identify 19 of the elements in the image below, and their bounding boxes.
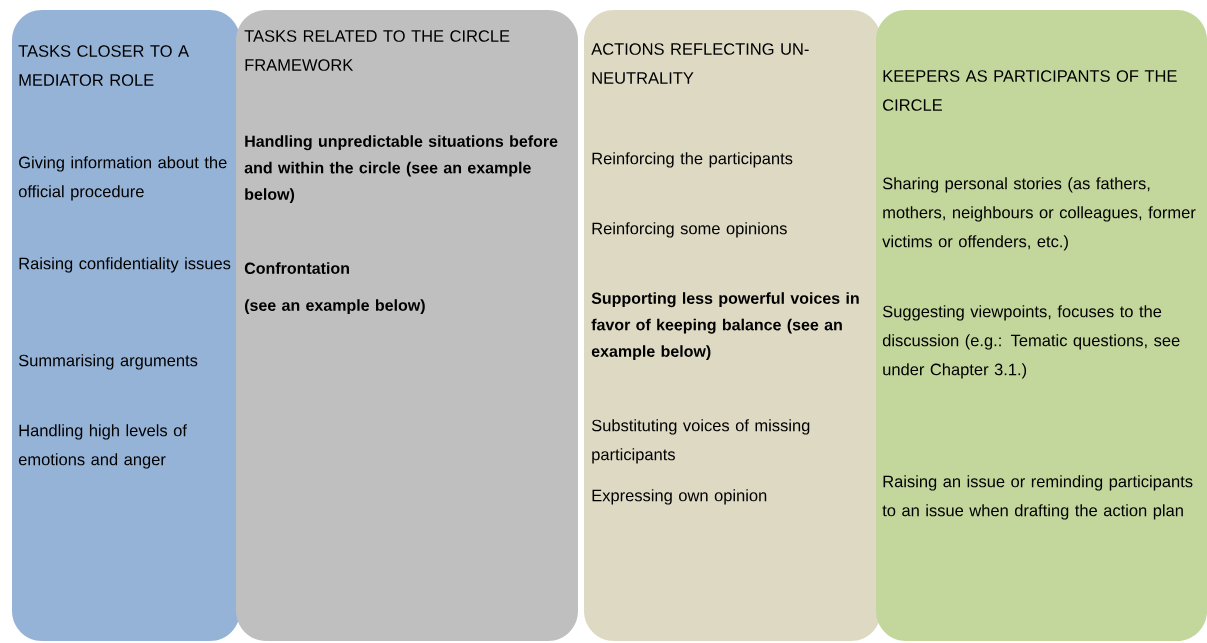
list-item: Handling high levels of emotions and anger xyxy=(18,424,187,469)
list-item: (see an example below) xyxy=(245,299,425,315)
list-item: Handling unpredictable situations before and within the circle (see an example below) xyxy=(244,135,558,204)
list-item: Substituting voices of missing participants xyxy=(591,419,810,464)
list-item: Expressing own opinion xyxy=(592,489,767,505)
column-heading: KEEPERS AS PARTICIPANTS OF THE CIRCLE xyxy=(883,70,1177,111)
column-heading: TASKS CLOSER TO A MEDIATOR ROLE xyxy=(18,45,189,86)
list-item: Suggesting viewpoints, focuses to the discussion (e.g.: Tematic questions, see under Chapter 3.1.) xyxy=(882,305,1180,379)
list-item: Confrontation xyxy=(244,262,349,274)
list-item: Raising confidentiality issues xyxy=(19,257,231,273)
list-item: Reinforcing the participants xyxy=(592,152,793,168)
list-item: Sharing personal stories (as fathers, mothers, neighbours or colleagues, former victims or offenders, etc.) xyxy=(882,177,1196,251)
list-item: Giving information about the official procedure xyxy=(18,156,227,201)
list-item: Summarising arguments xyxy=(18,354,198,370)
column-heading: TASKS RELATED TO THE CIRCLE FRAMEWORK xyxy=(244,30,510,71)
list-item: Reinforcing some opinions xyxy=(592,222,787,238)
list-item: Raising an issue or reminding participants to an issue when drafting the action plan xyxy=(882,475,1193,520)
list-item: Supporting less powerful voices in favor of keeping balance (see an example below) xyxy=(591,292,859,361)
column-heading: ACTIONS REFLECTING UN-NEUTRALITY xyxy=(591,43,809,84)
